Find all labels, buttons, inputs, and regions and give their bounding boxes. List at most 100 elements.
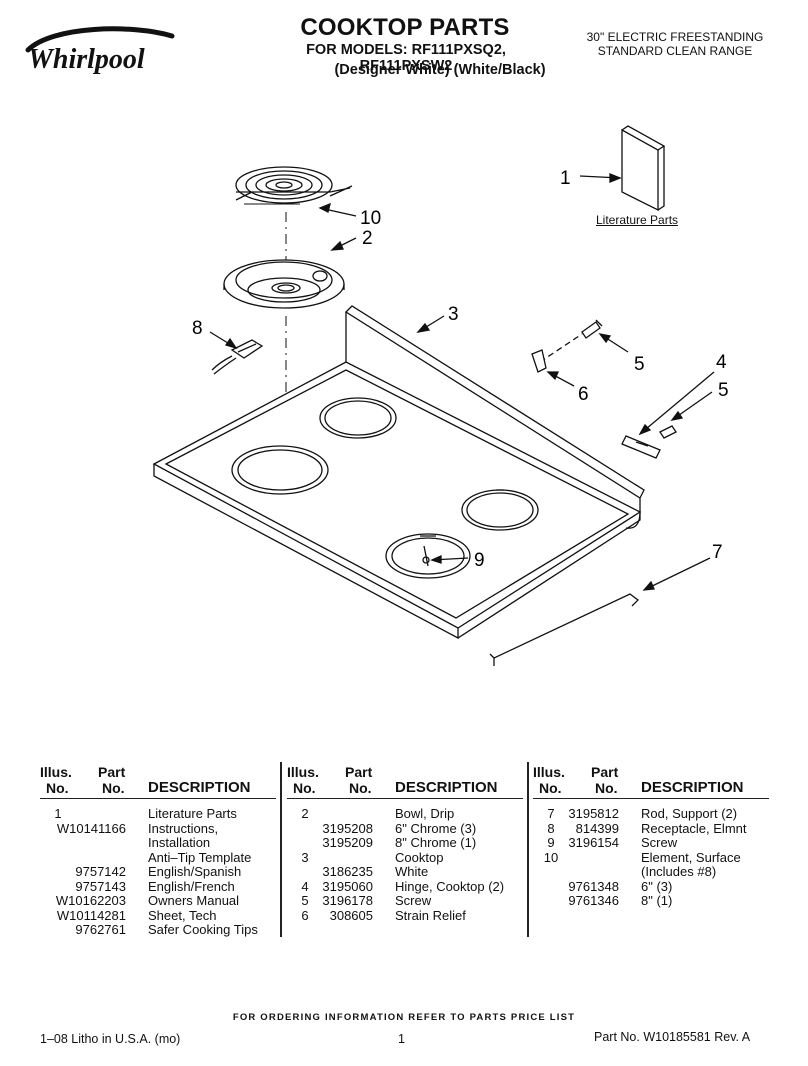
illus-number: 1 bbox=[54, 806, 62, 821]
part-description: English/French bbox=[148, 878, 235, 894]
table-header: Illus. No. Part No. DESCRIPTION bbox=[533, 762, 769, 799]
illus-number: 5 bbox=[301, 893, 309, 908]
table-row: 9761348 6" (3) bbox=[533, 878, 769, 895]
model-colors: (Designer White) (White/Black) bbox=[334, 62, 546, 78]
header-description: DESCRIPTION bbox=[148, 779, 251, 796]
page-number: 1 bbox=[398, 1032, 405, 1046]
header-part: Part bbox=[98, 764, 126, 780]
illus-number: 7 bbox=[547, 806, 555, 821]
part-number: W10114281 bbox=[56, 907, 126, 923]
callout-1: 1 bbox=[560, 168, 571, 189]
hinge-illustration bbox=[621, 425, 677, 459]
illus-number: 8 bbox=[547, 820, 555, 836]
illus-number: 10 bbox=[543, 849, 559, 865]
part-description: Receptacle, Elmnt bbox=[641, 820, 747, 836]
part-number: 9757143 bbox=[75, 878, 126, 894]
range-type-line-2: STANDARD CLEAN RANGE bbox=[597, 44, 753, 58]
part-description: Hinge, Cooktop (2) bbox=[395, 878, 505, 894]
header-illus-no: No. bbox=[46, 780, 69, 796]
callout-3: 3 bbox=[448, 304, 459, 325]
part-description: 6" (3) bbox=[641, 878, 673, 894]
literature-parts-label: Literature Parts bbox=[596, 213, 679, 227]
part-description: Anti–Tip Template bbox=[148, 849, 252, 865]
part-description: 8" Chrome (1) bbox=[395, 835, 477, 850]
header-part: Part bbox=[591, 764, 619, 780]
literature-booklet-illustration bbox=[621, 125, 666, 212]
part-description: Owners Manual bbox=[148, 893, 240, 908]
header-illus: Illus. bbox=[40, 764, 72, 780]
part-number: 3195209 bbox=[322, 835, 373, 850]
table-row: W10141166 Instructions, bbox=[40, 820, 276, 837]
part-number: 3195812 bbox=[568, 806, 619, 821]
part-description: Bowl, Drip bbox=[395, 806, 455, 821]
table-row: 9757143 English/French bbox=[40, 878, 276, 895]
illus-number: 6 bbox=[301, 907, 309, 923]
table-row: Installation bbox=[40, 835, 276, 851]
page-title: COOKTOP PARTS bbox=[300, 14, 510, 41]
part-description: 8" (1) bbox=[641, 893, 673, 908]
range-type: 30" ELECTRIC FREESTANDING STANDARD CLEAN… bbox=[560, 30, 790, 58]
callout-2: 2 bbox=[362, 228, 373, 249]
part-number: 3196154 bbox=[568, 835, 619, 850]
part-description: Screw bbox=[641, 835, 678, 850]
header-part-no: No. bbox=[595, 780, 618, 796]
part-number: 9761348 bbox=[568, 878, 619, 894]
cooktop-illustration bbox=[152, 305, 645, 640]
part-description: Installation bbox=[148, 835, 211, 850]
table-header: Illus. No. Part No. DESCRIPTION bbox=[287, 762, 523, 799]
table-row: (Includes #8) bbox=[533, 864, 769, 880]
part-description: Cooktop bbox=[395, 849, 444, 865]
illus-number: 3 bbox=[301, 849, 309, 865]
part-number: 3186235 bbox=[322, 864, 373, 879]
svg-text:Whirlpool: Whirlpool bbox=[28, 44, 145, 75]
support-rod-illustration bbox=[489, 593, 639, 666]
part-number: 9757142 bbox=[75, 864, 126, 879]
part-description: Instructions, bbox=[148, 820, 219, 836]
part-description: Sheet, Tech bbox=[148, 907, 217, 923]
table-row: 6 308605 Strain Relief bbox=[287, 907, 523, 924]
part-number: 814399 bbox=[575, 820, 619, 836]
part-number: 3196178 bbox=[322, 893, 373, 908]
header-part: Part bbox=[345, 764, 373, 780]
header-illus-no: No. bbox=[539, 780, 562, 796]
callout-9: 9 bbox=[474, 550, 485, 571]
part-description: English/Spanish bbox=[148, 864, 242, 879]
callout-5-upper: 5 bbox=[634, 354, 645, 375]
callout-4: 4 bbox=[716, 352, 727, 373]
ordering-note: FOR ORDERING INFORMATION REFER TO PARTS … bbox=[232, 1012, 576, 1023]
exploded-parts-diagram: 1 10 2 3 8 5 4 5 6 9 7 bbox=[152, 125, 729, 666]
table-row: W10114281 Sheet, Tech bbox=[40, 907, 276, 924]
header-illus-no: No. bbox=[293, 780, 316, 796]
header-description: DESCRIPTION bbox=[641, 779, 744, 796]
table-row: 5 3196178 Screw bbox=[287, 893, 523, 909]
part-description: (Includes #8) bbox=[641, 864, 717, 879]
callout-7: 7 bbox=[712, 542, 723, 563]
illus-number: 4 bbox=[301, 878, 309, 894]
table-row: 9757142 English/Spanish bbox=[40, 864, 276, 880]
table-row: 9 3196154 Screw bbox=[533, 835, 769, 851]
table-divider bbox=[527, 762, 529, 937]
header-part-no: No. bbox=[349, 780, 372, 796]
header-illus: Illus. bbox=[287, 764, 319, 780]
part-number: 3195208 bbox=[322, 820, 373, 836]
drip-bowl-illustration bbox=[223, 259, 345, 309]
table-row: 3186235 White bbox=[287, 864, 523, 880]
header-illus: Illus. bbox=[533, 764, 565, 780]
part-description: Strain Relief bbox=[395, 907, 466, 923]
table-row: 3195209 8" Chrome (1) bbox=[287, 835, 523, 851]
part-description: White bbox=[395, 864, 429, 879]
table-row: Anti–Tip Template bbox=[40, 849, 276, 866]
part-number: W10141166 bbox=[56, 820, 126, 836]
document-part-number: Part No. W10185581 Rev. A bbox=[594, 1030, 751, 1044]
part-description: Screw bbox=[395, 893, 432, 908]
illus-number: 9 bbox=[547, 835, 555, 850]
part-number: W10162203 bbox=[55, 893, 126, 908]
part-number: 308605 bbox=[329, 907, 373, 923]
callout-5-lower: 5 bbox=[718, 380, 729, 401]
